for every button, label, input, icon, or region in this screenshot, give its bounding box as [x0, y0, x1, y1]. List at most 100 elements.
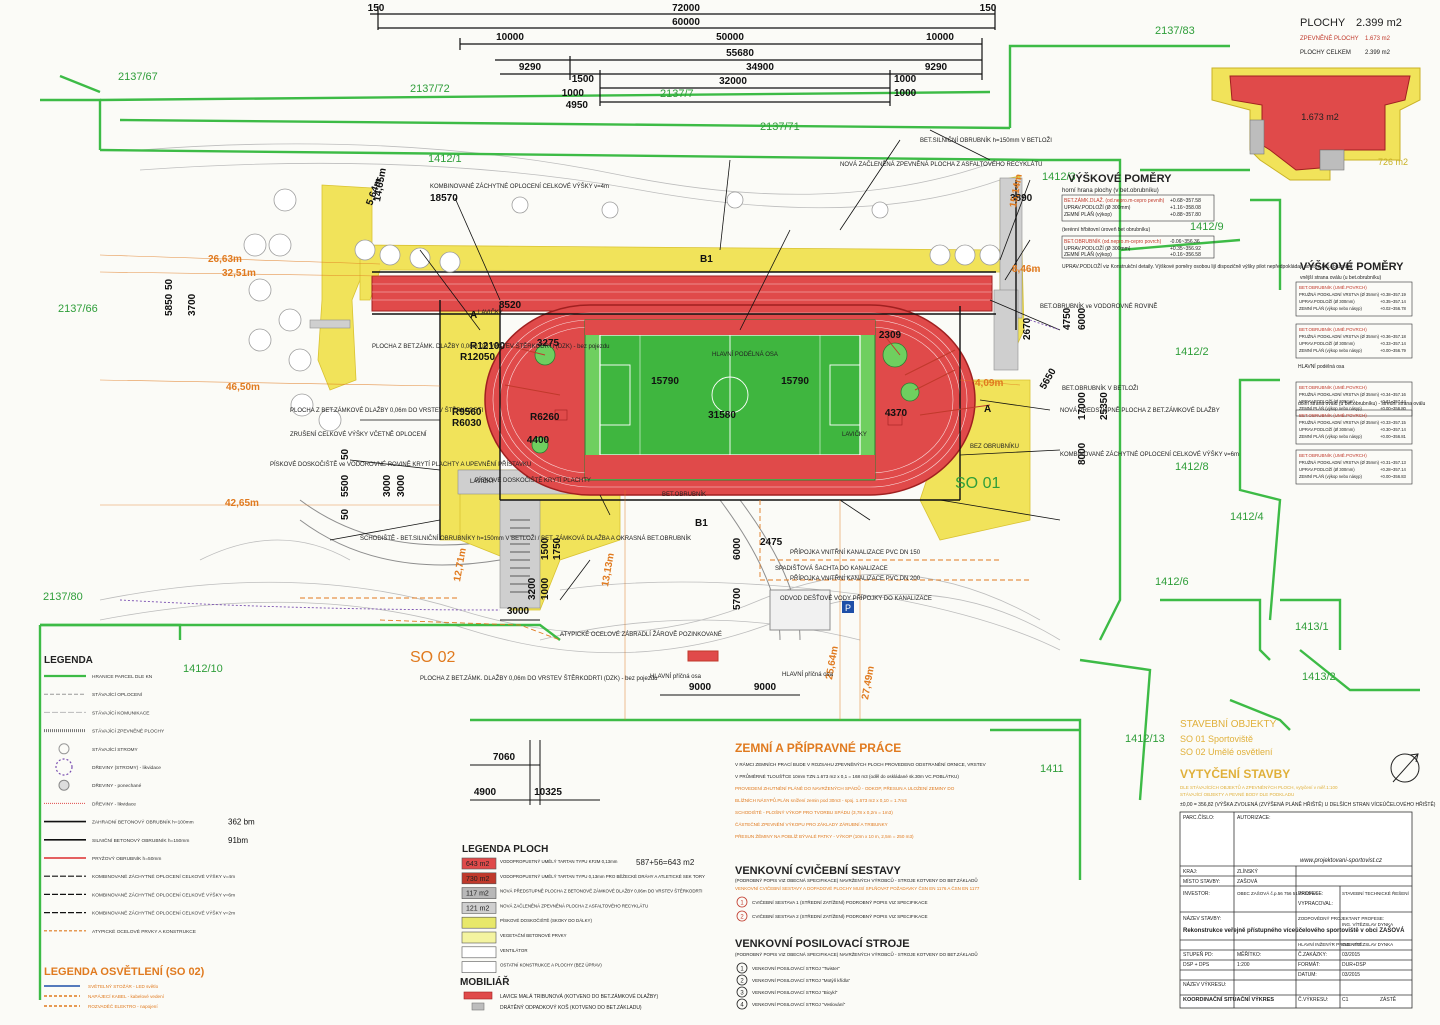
- vyskove-2-title: VÝŠKOVÉ POMĚRY: [1300, 260, 1404, 273]
- dim-6000-r: 6000: [1077, 307, 1088, 330]
- vyskove-2-row-label: ZEMNÍ PLÁŇ (výkop nebo násyp): [1299, 434, 1362, 439]
- plochy-row-2-value: 2.399 m2: [1365, 50, 1391, 56]
- posilovaci-number-badge: [736, 998, 748, 1010]
- legenda-ploch-area: 117 m2: [466, 891, 489, 898]
- project-name: Rekonstrukce veřejně přístupného víceúče…: [1183, 926, 1405, 934]
- legenda-item-label: PRYŽOVÝ OBRUBNÍK h=50mm: [92, 854, 161, 862]
- legenda-symbol-icon: [55, 758, 73, 776]
- svg-text:UPRAV.PODLOŽÍ (Ø 300mm): UPRAV.PODLOŽÍ (Ø 300mm): [1064, 203, 1131, 211]
- legenda-ploch-swatch: [461, 961, 497, 973]
- dim-3890: 3890: [1010, 193, 1033, 204]
- legenda: LEGENDA: [44, 655, 93, 666]
- dim-3275: 3275: [537, 338, 560, 349]
- dim-31580: 31580: [708, 410, 736, 421]
- dim-50-a: 50: [340, 508, 351, 520]
- svg-text:+0.16~356.58: +0.16~356.58: [1170, 252, 1201, 258]
- vyskove-2-row-label: PRUŽNÁ PODKLADNÍ VRSTVA (Ø 35mm): [1299, 292, 1380, 297]
- dim-26-63m: 26,63m: [208, 254, 242, 265]
- dim-8520: 8520: [499, 300, 522, 311]
- svg-text:OBEC ZAŠOVÁ č.p.56 756 51 ZAŠO: OBEC ZAŠOVÁ č.p.56 756 51 ZAŠOVÁ: [1237, 890, 1317, 896]
- stavebni-objekty: STAVEBNÍ OBJEKTY SO 01 Sportoviště SO 02…: [1180, 717, 1436, 808]
- dim-3000-bottom: 3000: [507, 606, 530, 617]
- vyskove-2-row-value: +0.00~356.80: [1380, 406, 1407, 411]
- vyskove-2-row-value: +0.02~356.78: [1380, 306, 1407, 311]
- svg-text:STUPEŇ PD:: STUPEŇ PD:: [1183, 951, 1213, 958]
- svg-text:ING. VÍTĚZSLAV DYNKA: ING. VÍTĚZSLAV DYNKA: [1342, 940, 1393, 947]
- dim-r9560: R9560: [452, 407, 482, 418]
- dim-4950: 4950: [566, 100, 589, 111]
- dim-3000-b: 3000: [396, 474, 407, 497]
- dim-150-left: 150: [368, 3, 385, 14]
- posilovaci-number: 1: [740, 967, 744, 973]
- callout-22: SPADIŠŤOVÁ ŠACHTA DO KANALIZACE: [775, 564, 888, 572]
- legenda-item-label: SILNIČNÍ BETONOVÝ OBRUBNÍK h=150mm: [92, 837, 189, 844]
- legenda-ploch-swatch: [461, 946, 497, 959]
- vyskove-2-row-value: +0.00~356.83: [1380, 474, 1407, 479]
- legenda-ploch-text: VENTILÁTOR: [500, 948, 528, 953]
- callout-18: HLAVNÍ příčná osa: [650, 673, 702, 680]
- curb-label: BET.OBRUBNÍK: [662, 491, 706, 498]
- vyskove-1-note2: UPRAV.PODLOŽÍ viz Konstrukční detaily. V…: [1062, 262, 1353, 270]
- zemni-line: BLÍŽNÍCH NÁSYPŮ.PLÁN snížení zemin pod 3…: [735, 796, 907, 803]
- utility-lines: [300, 500, 1030, 641]
- dim-32000: 32000: [719, 76, 747, 87]
- vyskove-2-row-label: ZEMNÍ PLÁŇ (výkop nebo násyp): [1299, 306, 1362, 311]
- zemni-line: V PRŮMĚRNÉ TLOUŠŤCE 10mm TZN.1.673 m2 x …: [735, 772, 959, 779]
- stavebni-so01: SO 01 Sportoviště: [1180, 734, 1253, 744]
- dim-4900: 4900: [474, 787, 497, 798]
- field-dimension-texts: 31580 15790 15790 8520 3275 2309 4400 43…: [452, 300, 908, 446]
- vyskove-2-row-label: UPRAV.PODLOŽÍ (Ø 300mm): [1299, 299, 1355, 304]
- section-b1-top: B1: [700, 254, 713, 265]
- callout-7: PLOCHA Z BET.ZÁMK. DLAŽBY 0,06m DO VRSTE…: [420, 674, 658, 682]
- stavebni-so02: SO 02 Umělé osvětlení: [1180, 747, 1273, 757]
- mobiliar-item-2: DRÁTĚNÝ ODPADKOVÝ KOŠ (KOTVENO DO BET.ZÁ…: [500, 1003, 642, 1011]
- callout-21: BET.OBRUBNÍK V BETLOŽI: [1062, 384, 1139, 392]
- dim-60000: 60000: [672, 17, 700, 28]
- svg-text:03/2015: 03/2015: [1342, 952, 1360, 958]
- posilovaci-stroje: VENKOVNÍ POSILOVACÍ STROJE (PODROBNÝ POP…: [735, 937, 978, 957]
- vyskove-2-block-head: BET.OBRUBNÍK (UMĚ.POVRCH): [1299, 283, 1367, 290]
- parcel-1412-3: 1412/3: [1042, 171, 1076, 183]
- vyskove-2-subtitle: vnější strana oválu (u bet.obrubníku): [1300, 275, 1381, 281]
- svg-text:PROFESE:: PROFESE:: [1298, 891, 1323, 897]
- vytyceni-line-3: ±0,00 = 356,82 (VÝŠKA ZVOLENÁ (ZVÝŠENÁ P…: [1180, 800, 1436, 808]
- callout-12: NOVÁ PŘEDSTUPNĚ PLOCHA Z BET.ZÁMKOVÉ DLA…: [1060, 406, 1220, 414]
- svg-text:DUR+DSP: DUR+DSP: [1342, 962, 1367, 968]
- dim-4400: 4400: [527, 435, 550, 446]
- zemni-lines: V RÁMCI ZEMNÍCH PRACÍ BUDE V ROZSAHU ZPE…: [735, 760, 987, 839]
- section-a-left: A: [470, 310, 477, 321]
- vyskove-2-row-value: +0.00~356.79: [1380, 348, 1407, 353]
- legenda-ploch-swatch: [461, 872, 497, 885]
- vyskove-2-row-value: +0.00~356.81: [1380, 434, 1407, 439]
- legenda-osvetleni-item: ROZVADĚČ ELEKTRO - napojení: [88, 1002, 158, 1009]
- svg-text:+0.88~357.80: +0.88~357.80: [1170, 212, 1201, 218]
- vyskove-2-row-value: +0.36~357.18: [1380, 334, 1407, 339]
- legenda-item-label: STÁVAJÍCÍ KOMUNIKACE: [92, 709, 149, 716]
- legenda-item-label: STÁVAJÍCÍ STROMY: [92, 746, 139, 753]
- title-block: [1179, 811, 1413, 1009]
- parcel-1412-8: 1412/8: [1175, 461, 1209, 473]
- vyskove-2-block: [1295, 381, 1413, 417]
- dim-4-09m: 4,09m: [975, 378, 1003, 389]
- svg-text:STAVEBNÍ TECHNICKÉ ŘEŠENÍ: STAVEBNÍ TECHNICKÉ ŘEŠENÍ: [1342, 889, 1410, 896]
- cvicebni-subtitle: (PODROBNÝ POPIS VIZ OBECNÁ SPECIFIKACE) …: [735, 876, 978, 883]
- vyskove-1-subtitle: horní hrana plochy (v bet.obrubníku): [1062, 188, 1159, 194]
- dim-r12100: R12100: [470, 341, 505, 352]
- callout-13: ATYPICKÉ OCELOVÉ ZÁBRADLÍ ŽÁROVĚ POZINKO…: [560, 630, 722, 638]
- cvicebni-note: VENKOVNÍ CVIČEBNÍ SESTAVY A DOPADOVÉ PLO…: [735, 884, 980, 891]
- vyskove-2-block-head: BET.OBRUBNÍK (UMĚ.POVRCH): [1299, 383, 1367, 390]
- svg-text:DSP + DPS: DSP + DPS: [1183, 962, 1210, 968]
- cvicebni-number-badge: [736, 896, 748, 908]
- machine-bases: [554, 409, 903, 426]
- dim-10000-left: 10000: [496, 32, 524, 43]
- vyskove-2-row-value: +0.31~357.14: [1380, 399, 1407, 404]
- callout-4: PÍSKOVÉ DOSKOČIŠTĚ ve VODOROVNÉ ROVINĚ K…: [270, 460, 531, 468]
- legenda-item-label: DŘEVINY - likvidace: [92, 799, 136, 807]
- callout-20: BEZ OBRUBNÍKU: [970, 443, 1019, 450]
- parcel-1411: 1411: [1040, 763, 1064, 775]
- dim-1000-d: 1000: [540, 577, 551, 600]
- trees: [243, 188, 1001, 432]
- stavebni-title: STAVEBNÍ OBJEKTY: [1180, 717, 1277, 730]
